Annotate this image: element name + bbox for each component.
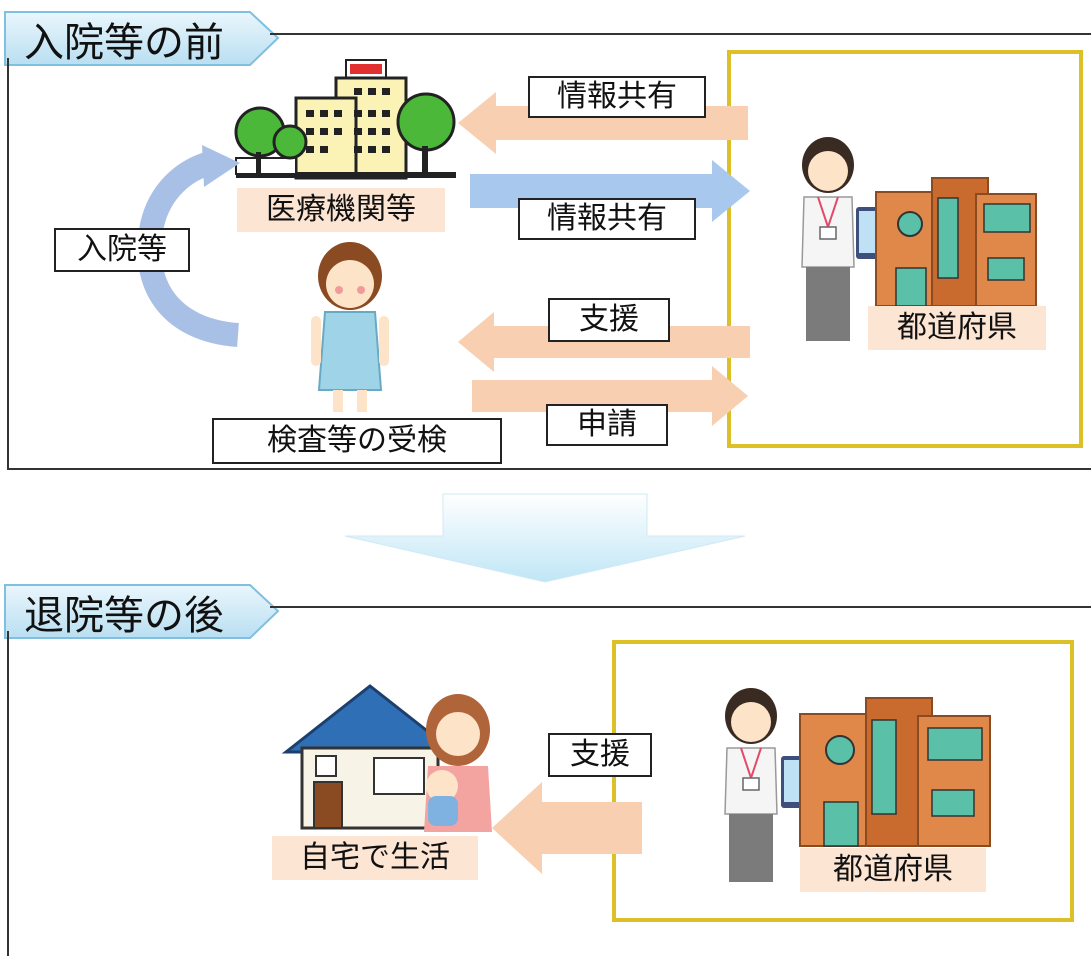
label-info-share-out: 情報共有: [528, 76, 706, 118]
home-with-mother-icon: [281, 684, 492, 832]
label-support-before: 支援: [548, 298, 670, 342]
prefecture-frame-after: [612, 640, 1074, 922]
section-after-tab: [4, 584, 280, 639]
arrow-support-after: [492, 782, 642, 874]
staff-person-icon-before: [801, 137, 880, 341]
label-hospital: 医療機関等: [237, 188, 445, 232]
label-home-life: 自宅で生活: [272, 836, 478, 880]
label-patient-exam: 検査等の受検: [212, 418, 502, 464]
label-support-after: 支援: [548, 733, 652, 777]
transition-down-arrow: [344, 493, 746, 583]
section-after-topline: [270, 606, 1091, 608]
label-prefecture-after: 都道府県: [800, 848, 986, 892]
label-prefecture-before: 都道府県: [868, 306, 1046, 350]
prefecture-building-icon-before: [875, 177, 1037, 307]
section-after-panel: [7, 631, 1091, 956]
section-before-panel: [7, 58, 1091, 470]
staff-person-icon-after: [724, 688, 805, 882]
label-info-share-in: 情報共有: [518, 198, 696, 240]
prefecture-frame-before: [727, 50, 1083, 448]
arrow-support-before: [458, 312, 750, 372]
section-after-title: 退院等の後: [24, 592, 224, 639]
arrow-application: [472, 366, 748, 426]
label-application: 申請: [546, 404, 668, 446]
patient-person-icon: [311, 242, 389, 412]
section-before-tab: [4, 11, 280, 66]
hospital-icon: [234, 59, 456, 180]
prefecture-building-icon-after: [799, 697, 991, 847]
section-before-title: 入院等の前: [24, 19, 224, 66]
section-before-topline: [270, 33, 1091, 35]
label-admission: 入院等: [54, 228, 190, 272]
